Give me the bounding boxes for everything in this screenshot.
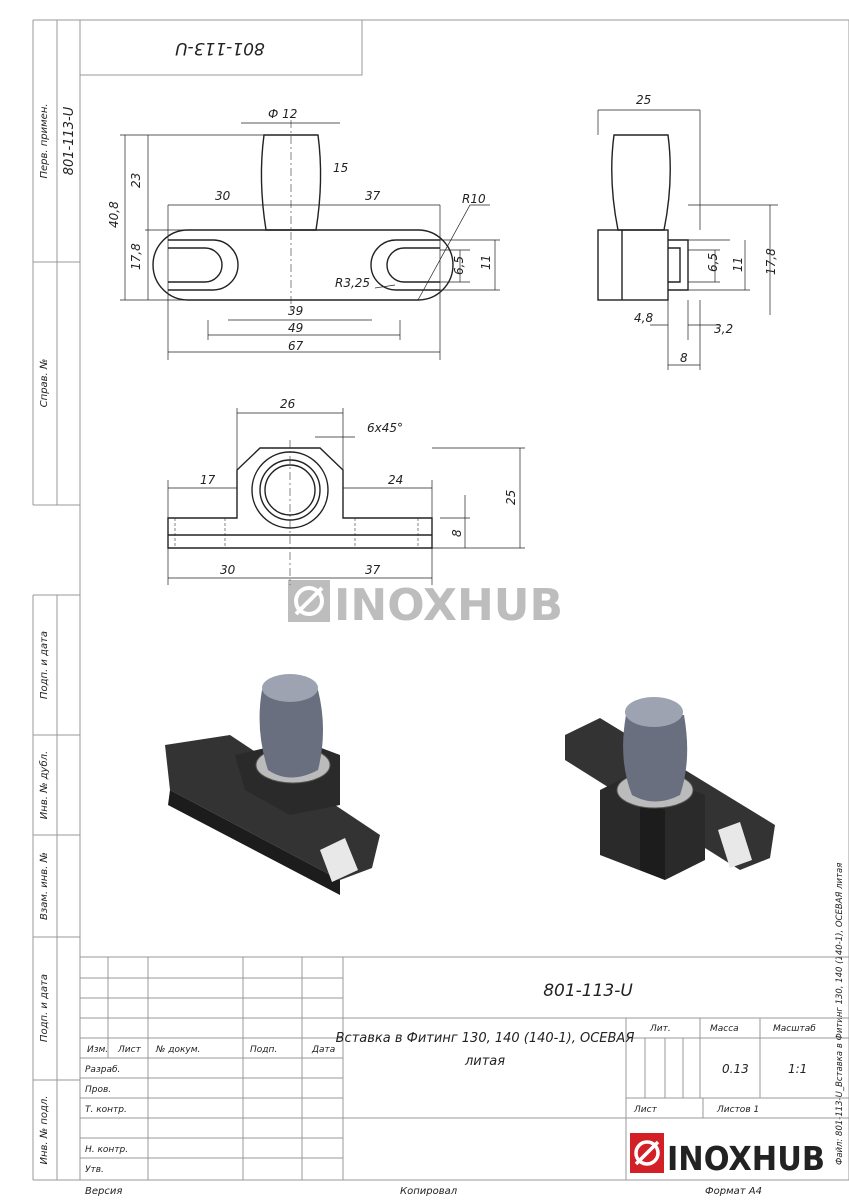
watermark-text: INOXHUB	[334, 580, 563, 631]
role-t-kontr: Т. контр.	[85, 1105, 127, 1115]
watermark: INOXHUB	[288, 580, 563, 631]
lit-label: Лит.	[649, 1024, 671, 1034]
sheet-label: Лист	[633, 1105, 658, 1115]
sheets-label: Листов 1	[716, 1105, 759, 1115]
top-dim-24: 24	[388, 473, 403, 487]
side-dim-8: 8	[680, 351, 688, 365]
dim-30: 30	[215, 189, 231, 203]
top-code: 801-113-U	[175, 38, 265, 58]
label-sprav: Справ. №	[39, 359, 50, 408]
side-dim-25: 25	[636, 93, 651, 107]
dim-11: 11	[479, 255, 493, 270]
mass-value: 0.13	[722, 1062, 749, 1076]
front-view: Ф 12 15 23 40,8 17,8 30 37 R10 6,5 11 R3…	[107, 107, 500, 360]
top-dim-chamfer: 6x45°	[367, 421, 403, 435]
label-inv-podl: Инв. № подл.	[39, 1096, 50, 1165]
role-prov: Пров.	[85, 1085, 111, 1095]
dim-37: 37	[365, 189, 381, 203]
top-dim-8: 8	[450, 529, 464, 537]
role-utv: Утв.	[85, 1165, 104, 1175]
label-vzam-inv: Взам. инв. №	[39, 852, 50, 920]
role-n-kontr: Н. контр.	[85, 1145, 128, 1155]
top-dim-25: 25	[504, 490, 518, 505]
top-dim-26: 26	[280, 397, 296, 411]
dim-r10: R10	[462, 192, 486, 206]
top-code-box	[79, 19, 363, 76]
dim-15: 15	[333, 161, 348, 175]
header-data: Дата	[311, 1045, 335, 1055]
isometric-view-right	[565, 697, 775, 880]
inoxhub-logo: INOXHUB	[630, 1133, 825, 1178]
header-izm: Изм.	[87, 1045, 108, 1055]
top-dim-17: 17	[200, 473, 216, 487]
title-block: 801-113-U Вставка в Фитинг 130, 140 (140…	[80, 956, 849, 1180]
top-dim-30: 30	[220, 563, 236, 577]
logo-text: INOXHUB	[667, 1139, 825, 1178]
label-podp-data-2: Подп. и дата	[39, 974, 50, 1042]
side-dim-3-2: 3,2	[714, 322, 733, 336]
side-dim-6-5: 6,5	[706, 253, 720, 272]
name-line2: литая	[464, 1054, 505, 1069]
header-list: Лист	[117, 1045, 142, 1055]
scale-label: Масштаб	[773, 1024, 816, 1034]
footer-copied: Копировал	[400, 1186, 458, 1197]
label-inv-dubl: Инв. № дубл.	[38, 751, 50, 819]
header-doc: № докум.	[155, 1045, 200, 1055]
mass-label: Масса	[710, 1024, 739, 1034]
dim-40-8: 40,8	[107, 201, 121, 228]
footer-format: Формат А4	[705, 1186, 762, 1197]
side-dim-4-8: 4,8	[634, 311, 653, 325]
dim-23: 23	[129, 173, 143, 188]
designation: 801-113-U	[543, 981, 633, 1001]
label-perv-primen: Перв. примен.	[39, 103, 50, 178]
value-perv-primen: 801-113-U	[62, 106, 77, 175]
dim-39: 39	[288, 304, 303, 318]
dim-6-5: 6,5	[452, 256, 466, 275]
top-view: 26 6x45° 17 24 25 8 30 37	[167, 397, 525, 585]
top-dim-37: 37	[365, 563, 381, 577]
name-line1: Вставка в Фитинг 130, 140 (140-1), ОСЕВА…	[336, 1031, 635, 1046]
dim-49: 49	[288, 321, 303, 335]
dim-r3-25: R3,25	[335, 276, 370, 290]
role-razrab: Разраб.	[85, 1065, 120, 1075]
left-strip: Перв. примен. 801-113-U Справ. № Подп. и…	[32, 19, 80, 1181]
side-view: 25 6,5 11 17,8 4,8 3,2 8	[597, 93, 778, 370]
side-dim-11: 11	[731, 257, 745, 272]
dim-67: 67	[288, 339, 304, 353]
dim-phi12: Ф 12	[268, 107, 297, 121]
scale-value: 1:1	[788, 1062, 807, 1076]
dim-17-8: 17,8	[129, 243, 143, 270]
header-podp: Подп.	[250, 1045, 277, 1055]
isometric-view-left	[165, 674, 380, 895]
file-label: Файл: 801-113-U_Вставка в Фитинг 130, 14…	[835, 863, 845, 1165]
side-dim-17-8: 17,8	[764, 248, 778, 275]
label-podp-data-1: Подп. и дата	[39, 631, 50, 699]
sheet-frame	[79, 19, 849, 1181]
footer-version: Версия	[85, 1186, 122, 1197]
